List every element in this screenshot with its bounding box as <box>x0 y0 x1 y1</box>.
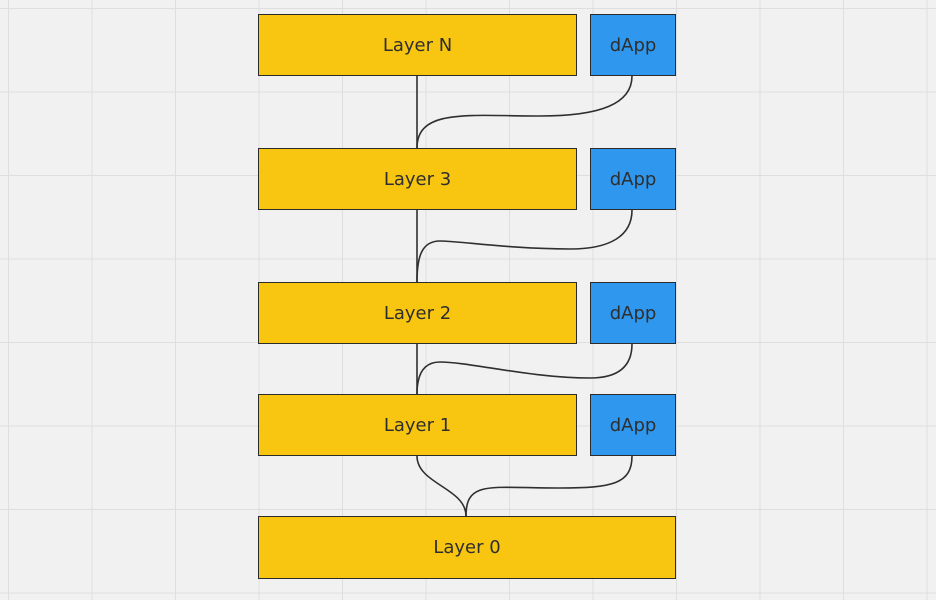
layer-1-label: Layer 1 <box>383 414 452 436</box>
dapp-layer-3-label: dApp <box>609 168 657 190</box>
dapp-layer-1-box[interactable]: dApp <box>590 394 676 456</box>
layer-3-box[interactable]: Layer 3 <box>258 148 577 210</box>
layer-0-label: Layer 0 <box>433 537 501 558</box>
dapp-layer-n-box[interactable]: dApp <box>590 14 676 76</box>
layer-n-box[interactable]: Layer N <box>258 14 577 76</box>
layer-3-label: Layer 3 <box>383 168 452 190</box>
dapp-layer-1-label: dApp <box>609 414 657 436</box>
layer-2-box[interactable]: Layer 2 <box>258 282 577 344</box>
connector-dapp-3-to-layer-2 <box>416 209 633 283</box>
dapp-layer-2-box[interactable]: dApp <box>590 282 676 344</box>
layer-0-box[interactable]: Layer 0 <box>258 516 676 579</box>
dapp-layer-3-box[interactable]: dApp <box>590 148 676 210</box>
connector-dapp-n-to-layer-3 <box>416 75 633 149</box>
layer-1-box[interactable]: Layer 1 <box>258 394 577 456</box>
dapp-layer-n-label: dApp <box>609 34 657 56</box>
dapp-layer-2-label: dApp <box>609 302 657 324</box>
connector-layer-1-to-layer-0 <box>416 455 467 517</box>
layer-n-label: Layer N <box>382 34 453 56</box>
connector-dapp-2-to-layer-1 <box>416 343 633 395</box>
layer-2-label: Layer 2 <box>383 302 452 324</box>
connector-dapp-1-to-layer-0 <box>465 455 633 517</box>
